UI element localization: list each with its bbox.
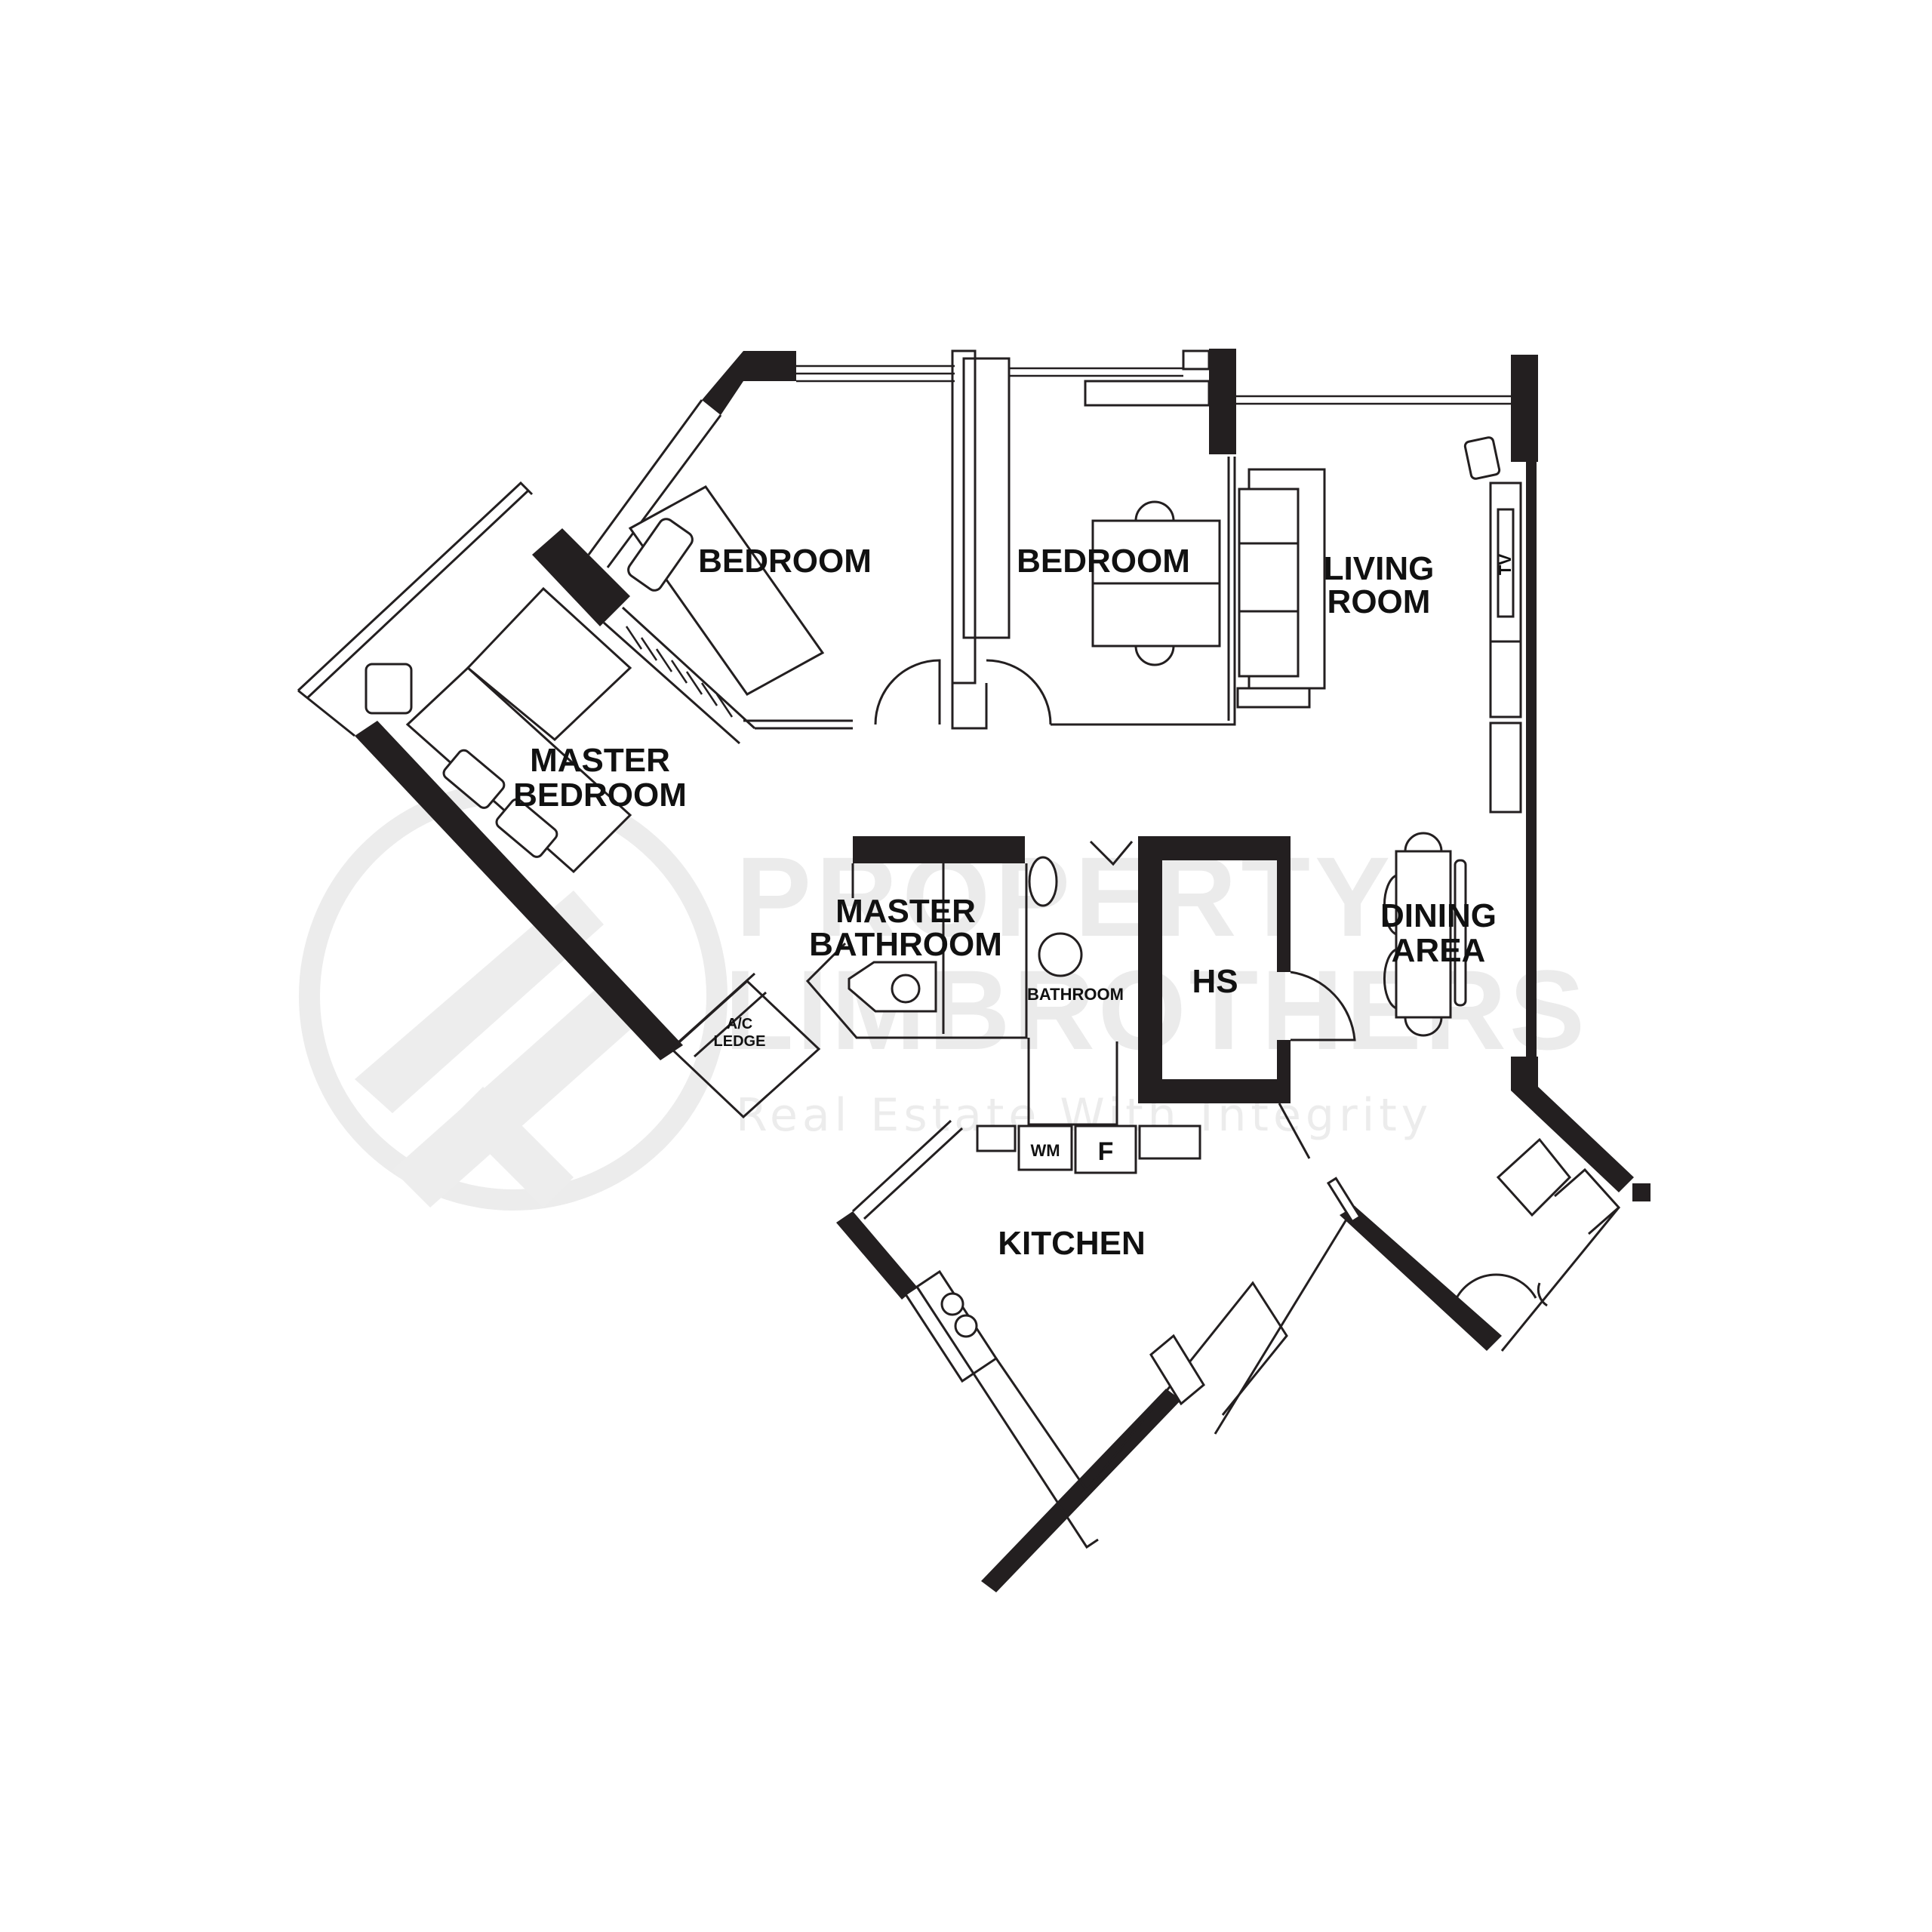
bedroom-1-label: BEDROOM <box>698 543 872 580</box>
dining-area-label-line1: DINING <box>1380 897 1497 934</box>
bathroom-label: BATHROOM <box>1027 985 1124 1004</box>
master-bathroom-label-line1: MASTER <box>835 893 976 930</box>
hs-label: HS <box>1192 963 1238 1000</box>
master-bedroom-label-line1: MASTER <box>530 742 670 779</box>
master-bedroom-label-line2: BEDROOM <box>513 777 687 814</box>
structural-walls <box>355 349 1651 1592</box>
washing-machine-label: WM <box>1030 1141 1060 1160</box>
master-bathroom-label-line2: BATHROOM <box>809 926 1002 963</box>
dining-area-label-line2: AREA <box>1392 932 1486 969</box>
tv-label: TV <box>1496 554 1515 575</box>
plan-outlines: TV WM F <box>297 349 1621 1549</box>
living-room-label-line2: ROOM <box>1327 583 1431 620</box>
fridge-label: F <box>1098 1137 1114 1166</box>
ac-ledge-label-line1: A/C <box>727 1016 752 1032</box>
bedroom-2-label: BEDROOM <box>1017 543 1190 580</box>
kitchen-label: KITCHEN <box>998 1225 1146 1262</box>
ac-ledge-label-line2: LEDGE <box>714 1033 766 1050</box>
living-room-label-line1: LIVING <box>1324 550 1435 587</box>
room-labels: BEDROOM BEDROOM LIVING ROOM MASTER BEDRO… <box>513 543 1497 1262</box>
watermark-logo-icon <box>299 782 728 1211</box>
